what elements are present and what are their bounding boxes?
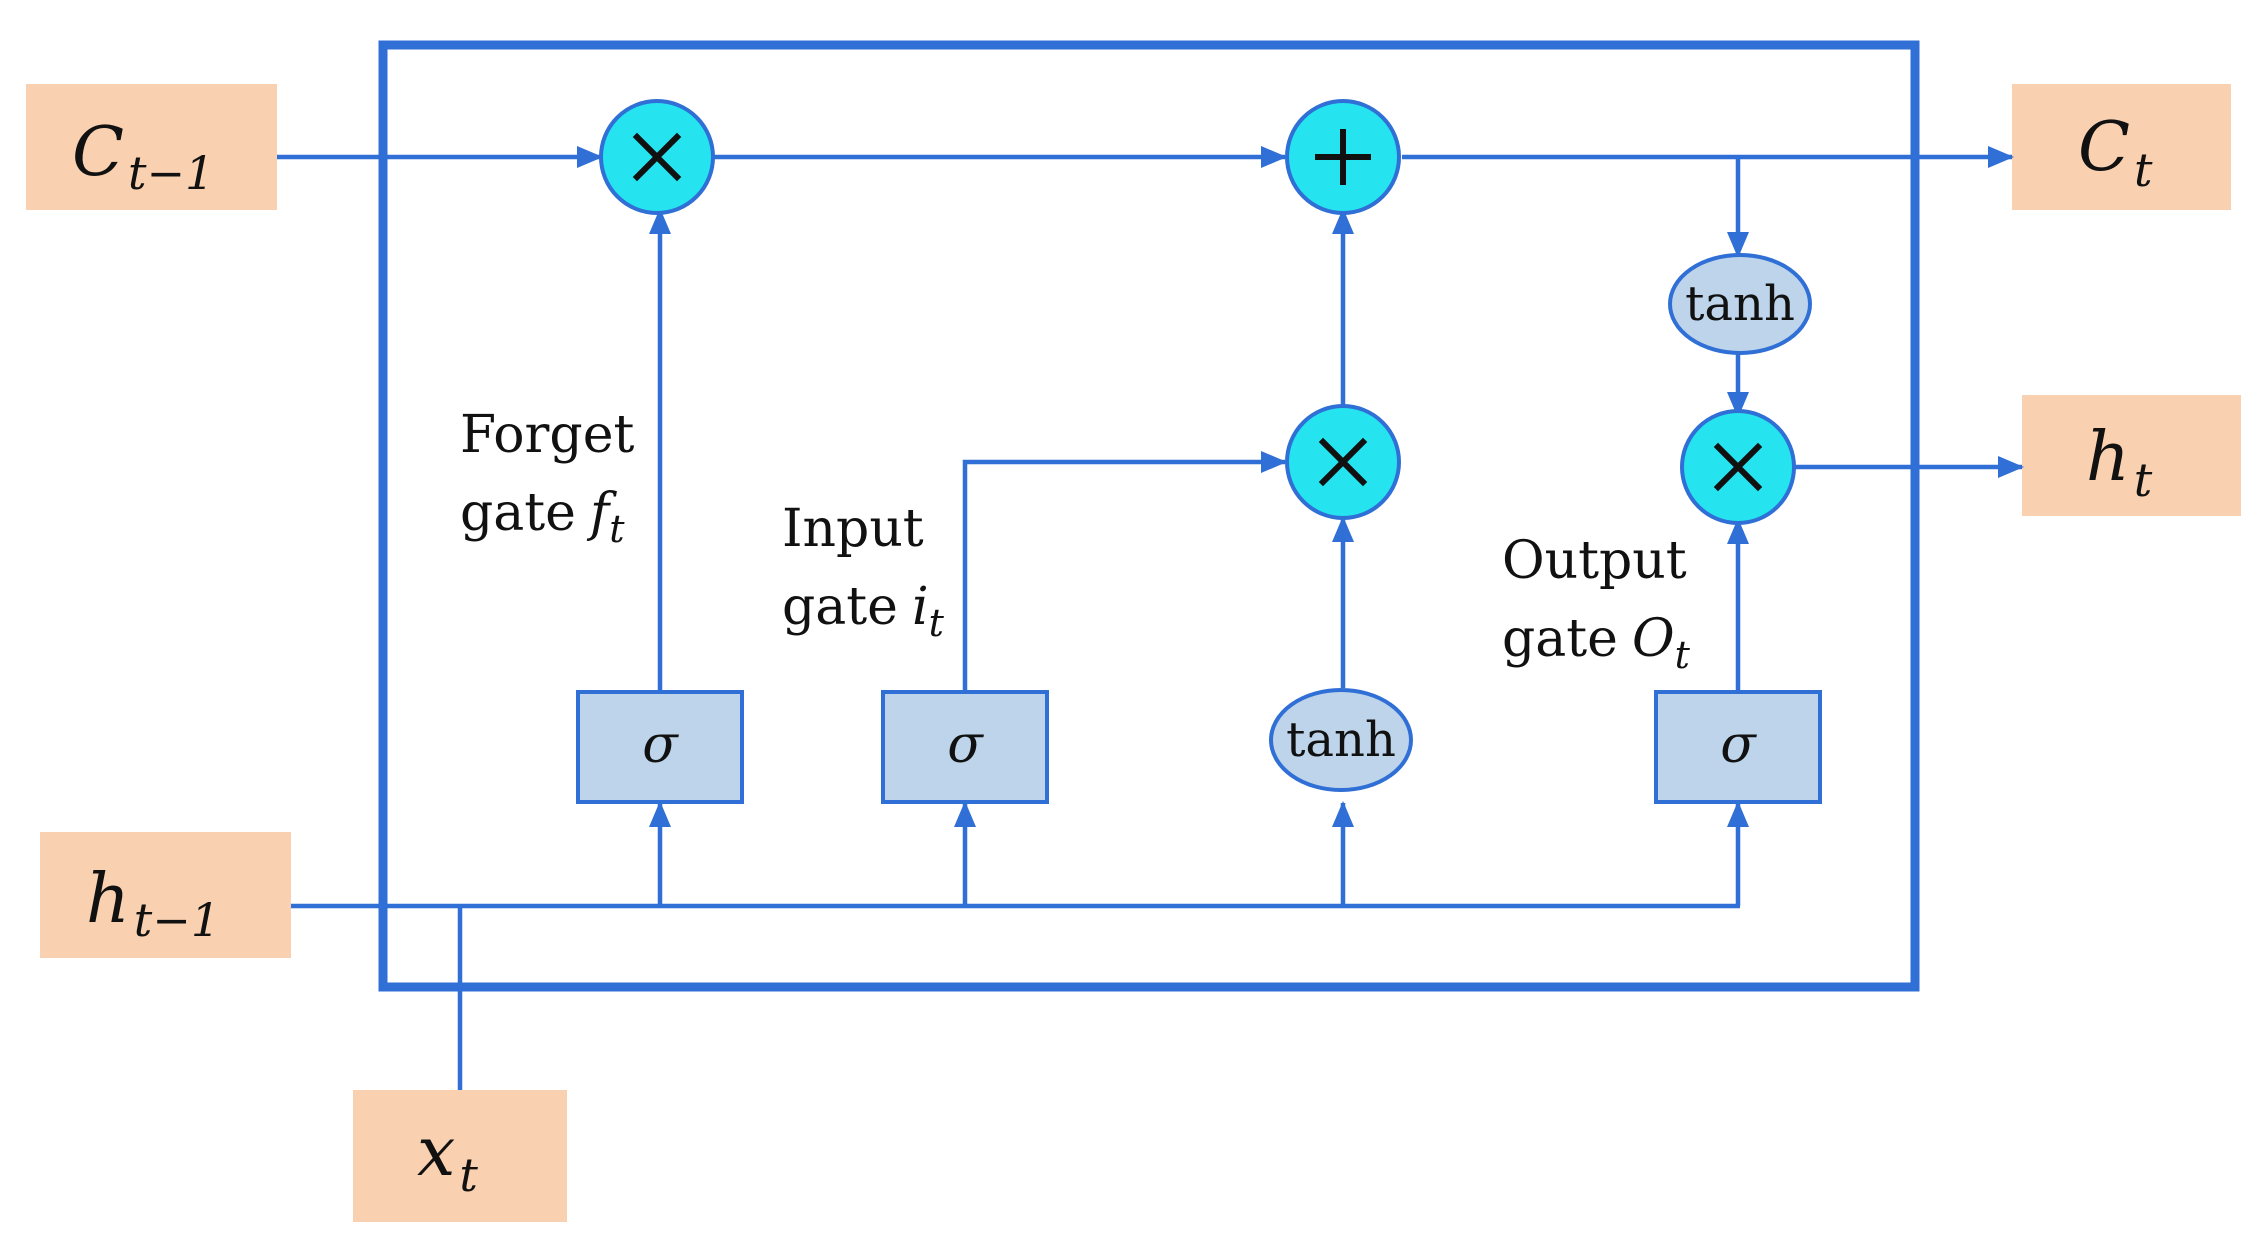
input-gate-sigma: σ bbox=[881, 690, 1049, 804]
x-t-box bbox=[353, 1090, 567, 1222]
output-multiply-op bbox=[1680, 409, 1796, 525]
forget-gate-sigma: σ bbox=[576, 690, 744, 804]
c-t-label: Ct bbox=[2078, 108, 2153, 197]
svg-text:σ: σ bbox=[947, 715, 984, 775]
h-t-box bbox=[2022, 395, 2241, 516]
output-gate-sigma: σ bbox=[1654, 690, 1822, 804]
c-prev-box bbox=[26, 84, 277, 210]
x-t-label: xt bbox=[417, 1113, 478, 1202]
h-prev-box bbox=[40, 832, 291, 958]
svg-text:σ: σ bbox=[642, 715, 679, 775]
cell-output-tanh: tanh bbox=[1668, 253, 1812, 355]
lstm-cell-frame bbox=[378, 40, 1920, 992]
forget-multiply-op bbox=[599, 99, 715, 215]
c-t-box bbox=[2012, 84, 2231, 210]
svg-text:σ: σ bbox=[1720, 715, 1757, 775]
h-t-label: ht bbox=[2086, 418, 2153, 507]
svg-text:tanh: tanh bbox=[1685, 276, 1795, 332]
input-multiply-op bbox=[1285, 404, 1401, 520]
svg-text:Output: Output bbox=[1502, 531, 1687, 591]
svg-text:tanh: tanh bbox=[1286, 712, 1396, 768]
c-prev-label: Ct−1 bbox=[72, 113, 214, 200]
candidate-tanh: tanh bbox=[1269, 688, 1413, 792]
input-to-mult-wire bbox=[962, 451, 1287, 692]
cell-add-op bbox=[1285, 99, 1401, 215]
h-prev-label: ht−1 bbox=[86, 860, 220, 947]
svg-text:Forget: Forget bbox=[460, 405, 634, 465]
svg-text:Input: Input bbox=[782, 499, 924, 559]
